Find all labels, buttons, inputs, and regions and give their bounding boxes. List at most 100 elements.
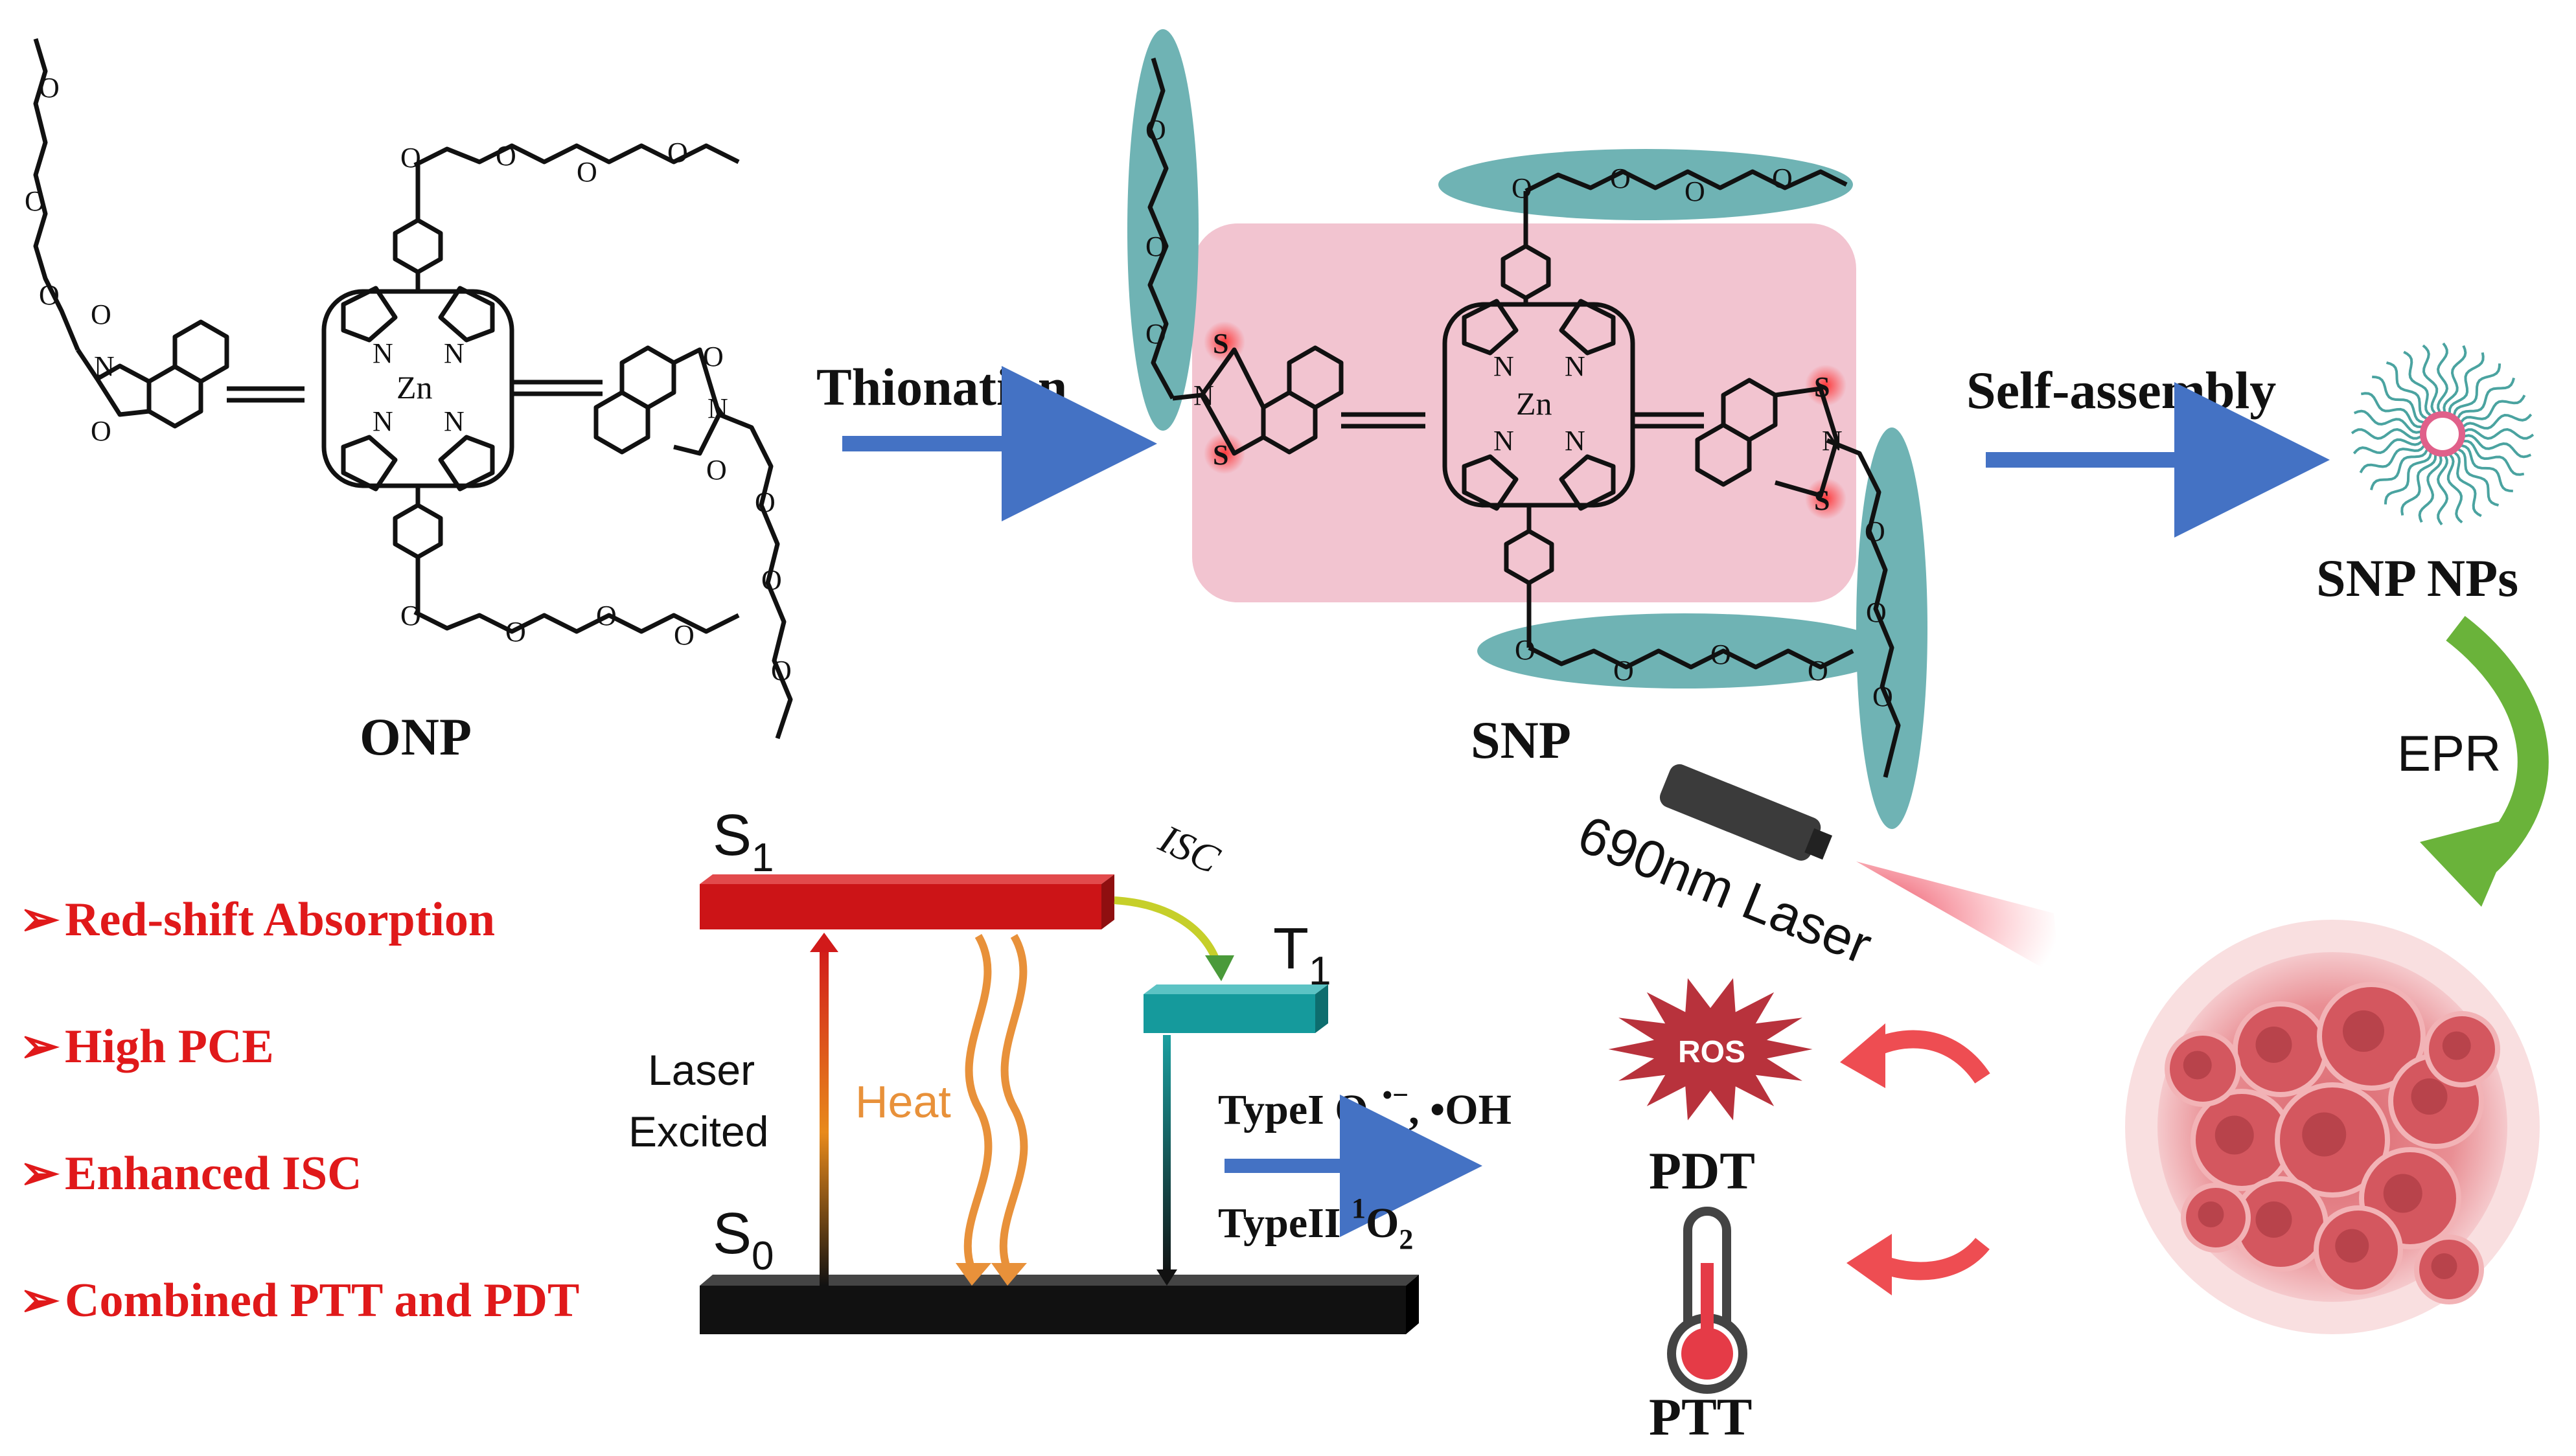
feature-item: ➢Red-shift Absorption bbox=[19, 887, 667, 1014]
heat-wave-1 bbox=[963, 933, 993, 1271]
onp-oxygen-label: O bbox=[755, 486, 776, 518]
t1-level bbox=[1144, 994, 1315, 1033]
tumor-cell-nucleus bbox=[2255, 1027, 2292, 1063]
onp-nitrogen-label: N bbox=[707, 392, 728, 424]
snp-oxygen-label: O bbox=[1610, 163, 1631, 194]
np-chain bbox=[2369, 446, 2430, 491]
feature-item: ➢Enhanced ISC bbox=[19, 1141, 667, 1268]
onp-oxygen-label: O bbox=[577, 156, 597, 188]
onp-right-peg-chain bbox=[718, 412, 793, 740]
therapy-section: ROS PDT PTT bbox=[1608, 978, 1990, 1446]
pdt-label: PDT bbox=[1649, 1141, 1755, 1200]
np-chain bbox=[2386, 361, 2430, 421]
bullet-arrow-icon: ➢ bbox=[19, 1147, 60, 1200]
laser-excited-line2: Excited bbox=[628, 1108, 768, 1155]
snp-sulfur-label: S bbox=[1814, 371, 1830, 403]
snp-porphyrin-core bbox=[1442, 302, 1635, 508]
onp-molecule bbox=[33, 38, 793, 740]
onp-oxygen-label: O bbox=[400, 142, 421, 174]
snp-nps-label: SNP NPs bbox=[2316, 549, 2518, 608]
onp-oxygen-label: O bbox=[667, 137, 688, 168]
onp-left-naph-ring-b bbox=[146, 364, 203, 429]
onp-oxygen-label: O bbox=[761, 564, 782, 596]
np-chain bbox=[2400, 451, 2437, 516]
np-chain bbox=[2436, 452, 2449, 526]
onp-oxygen-label: O bbox=[505, 616, 526, 648]
snp-nitrogen-label: N bbox=[1822, 425, 1843, 457]
onp-oxygen-label: O bbox=[703, 341, 724, 372]
snp-label: SNP bbox=[1471, 711, 1571, 769]
tumor-cell-nucleus bbox=[2335, 1229, 2369, 1263]
snp-oxygen-label: O bbox=[1515, 634, 1535, 666]
laser-excited-line1: Laser bbox=[648, 1046, 755, 1094]
snp-oxygen-label: O bbox=[1512, 172, 1532, 204]
np-chain bbox=[2353, 409, 2424, 434]
onp-pyrrole-b bbox=[438, 286, 495, 343]
np-chain bbox=[2360, 392, 2425, 429]
ptt-label: PTT bbox=[1649, 1387, 1752, 1446]
s0-level bbox=[700, 1286, 1406, 1334]
s1-level-top bbox=[700, 874, 1114, 884]
tumor-cluster bbox=[2125, 920, 2540, 1334]
feature-item: ➢Combined PTT and PDT bbox=[19, 1268, 667, 1395]
snp-oxygen-label: O bbox=[1865, 516, 1885, 547]
onp-nitrogen-label: N bbox=[444, 405, 465, 437]
snp-zinc-label: Zn bbox=[1516, 385, 1552, 422]
onp-oxygen-label: O bbox=[496, 140, 516, 172]
onp-top-peg-chain bbox=[413, 143, 740, 168]
np-chain bbox=[2436, 342, 2449, 416]
np-chain bbox=[2461, 434, 2532, 459]
heat-arrowhead bbox=[956, 1263, 991, 1286]
heat-wave-2 bbox=[999, 933, 1028, 1271]
np-chain bbox=[2403, 350, 2434, 418]
tumor-cell-nucleus bbox=[2411, 1078, 2448, 1115]
snp-oxygen-label: O bbox=[1613, 655, 1634, 687]
tumor-to-ptt-arrow bbox=[1875, 1237, 1990, 1280]
np-chain bbox=[2418, 452, 2443, 523]
onp-oxygen-label: O bbox=[674, 619, 695, 651]
np-chain bbox=[2422, 344, 2439, 416]
s0-label: S0 bbox=[713, 1201, 774, 1279]
snp-oxygen-label: O bbox=[1866, 597, 1887, 628]
snp-oxygen-label: O bbox=[1772, 163, 1793, 194]
snp-oxygen-label: O bbox=[1145, 231, 1166, 262]
feature-list: ➢Red-shift Absorption ➢High PCE ➢Enhance… bbox=[19, 887, 667, 1395]
np-chain bbox=[2455, 447, 2500, 507]
ros-burst-icon bbox=[1608, 978, 1813, 1120]
snp-nitrogen-label: N bbox=[1193, 380, 1214, 411]
snp-peg-shell-left bbox=[1127, 29, 1199, 431]
isc-label: ISC bbox=[1152, 817, 1226, 883]
snp-molecule: S S S S N N N N N N Zn O O O O O O O O O… bbox=[1127, 29, 1927, 829]
onp-oxygen-label: O bbox=[39, 279, 60, 311]
snp-top-peg-chain bbox=[1524, 169, 1848, 194]
np-chain bbox=[2460, 413, 2533, 430]
type2-label: TypeII 1O2 bbox=[1218, 1192, 1413, 1255]
snp-peg-shell-right bbox=[1856, 427, 1927, 829]
snp-oxygen-label: O bbox=[1145, 114, 1166, 146]
tumor-cell-nucleus bbox=[2255, 1201, 2292, 1238]
onp-oxygen-label: O bbox=[91, 299, 111, 330]
onp-label: ONP bbox=[360, 707, 472, 766]
tumor-cell-nucleus bbox=[2302, 1112, 2347, 1157]
snp-sulfur-label: S bbox=[1213, 328, 1228, 359]
t1-label: T1 bbox=[1273, 916, 1331, 994]
onp-nitrogen-label: N bbox=[373, 337, 393, 369]
np-chain bbox=[2352, 438, 2425, 455]
np-chain bbox=[2351, 427, 2424, 440]
feature-item: ➢High PCE bbox=[19, 1014, 667, 1141]
onp-nitrogen-label: N bbox=[444, 337, 465, 369]
onp-bottom-phenyl bbox=[393, 503, 443, 560]
onp-bottom-peg-chain bbox=[413, 609, 740, 634]
snp-sulfur-glow bbox=[1805, 478, 1846, 519]
laser-beam bbox=[1856, 861, 2060, 978]
epr-label: EPR bbox=[2397, 725, 2501, 782]
onp-oxygen-label: O bbox=[39, 72, 60, 104]
np-chain bbox=[2359, 442, 2427, 473]
snp-nitrogen-label: N bbox=[1493, 425, 1514, 457]
onp-nitrogen-label: N bbox=[94, 350, 115, 382]
snp-bottom-peg-chain bbox=[1528, 645, 1854, 670]
snp-core-highlight bbox=[1192, 223, 1856, 602]
snp-sulfur-label: S bbox=[1213, 439, 1228, 471]
onp-pyrrole-c bbox=[341, 435, 398, 492]
